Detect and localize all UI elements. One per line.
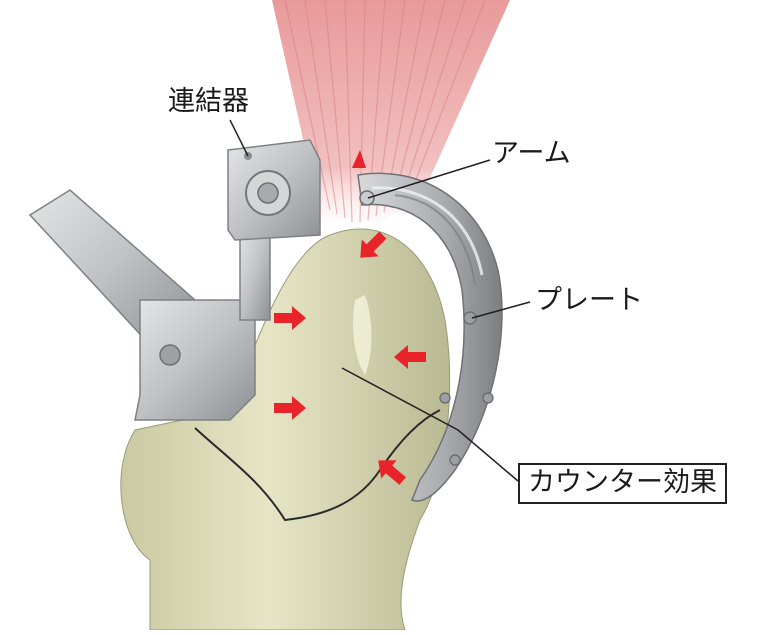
arm-label: アーム: [492, 140, 571, 167]
counter-effect-label: カウンター効果: [518, 463, 727, 504]
plate-label: プレート: [535, 287, 643, 314]
coupler-label: 連結器: [168, 88, 249, 115]
